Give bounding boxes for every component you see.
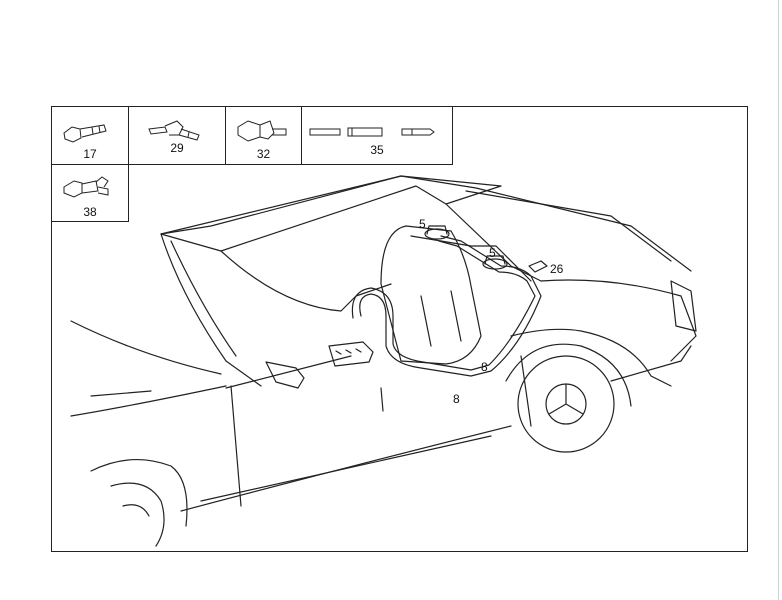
front-wheel-arch [90, 459, 188, 527]
roof-outline [160, 175, 502, 252]
part-number: 29 [170, 141, 184, 155]
valve-upper-top [426, 225, 448, 235]
door-top [225, 355, 352, 389]
rear-quarter [540, 279, 697, 362]
part-cell-32: 32 [225, 106, 302, 165]
part-cell-17: 17 [51, 106, 129, 165]
sill-line [180, 425, 512, 512]
actuator [328, 341, 374, 367]
valve-lower-top [484, 255, 506, 265]
connector-tee-icon [63, 176, 109, 198]
door-handle [380, 387, 384, 412]
rear-wheel [517, 355, 615, 453]
callout-5-lower: 5 [489, 246, 496, 260]
callout-8-lower: 8 [453, 392, 460, 406]
rear-seat [380, 225, 482, 365]
mirror [265, 361, 305, 389]
vacuum-line-b [351, 240, 536, 371]
hood-line [70, 320, 222, 375]
connector-angled-icon [237, 120, 287, 142]
roof-edge [160, 175, 402, 235]
vacuum-line-a [359, 235, 542, 377]
hood-edge [90, 390, 152, 397]
door-shut [520, 355, 532, 427]
hose-set-icon [309, 127, 435, 137]
part-cell-29: 29 [128, 106, 226, 165]
seat-crease [420, 290, 462, 347]
vehicle-drawing [70, 175, 697, 547]
valve-upper [424, 228, 450, 240]
bumper [610, 345, 692, 382]
a-pillar [220, 250, 392, 312]
callout-5-upper: 5 [419, 217, 426, 231]
hood-front [70, 385, 227, 417]
rear-deck-top [465, 190, 672, 262]
windshield-inner [170, 240, 237, 357]
windshield [160, 233, 262, 387]
connector-straight-icon [63, 124, 107, 143]
callout-8-upper: 8 [481, 360, 488, 374]
rear-fender [510, 328, 672, 387]
taillight [670, 280, 697, 332]
clip-26 [528, 260, 548, 273]
hub-star [548, 383, 584, 415]
page-edge-line [778, 0, 779, 600]
rear-deck [400, 175, 692, 272]
valve-lower [482, 258, 508, 270]
part-number: 35 [370, 143, 384, 157]
front-wheel [110, 482, 165, 547]
part-cell-35: 35 [301, 106, 453, 165]
door-front [230, 385, 242, 507]
seat-back [410, 235, 532, 282]
part-number: 32 [256, 147, 271, 161]
actuator-detail [335, 348, 362, 355]
part-number: 38 [83, 205, 97, 219]
part-cell-38: 38 [51, 164, 129, 222]
connector-elbow-icon [148, 120, 200, 141]
rear-wheel-arch [505, 343, 632, 407]
part-number: 17 [83, 147, 97, 161]
callout-26: 26 [550, 262, 564, 276]
